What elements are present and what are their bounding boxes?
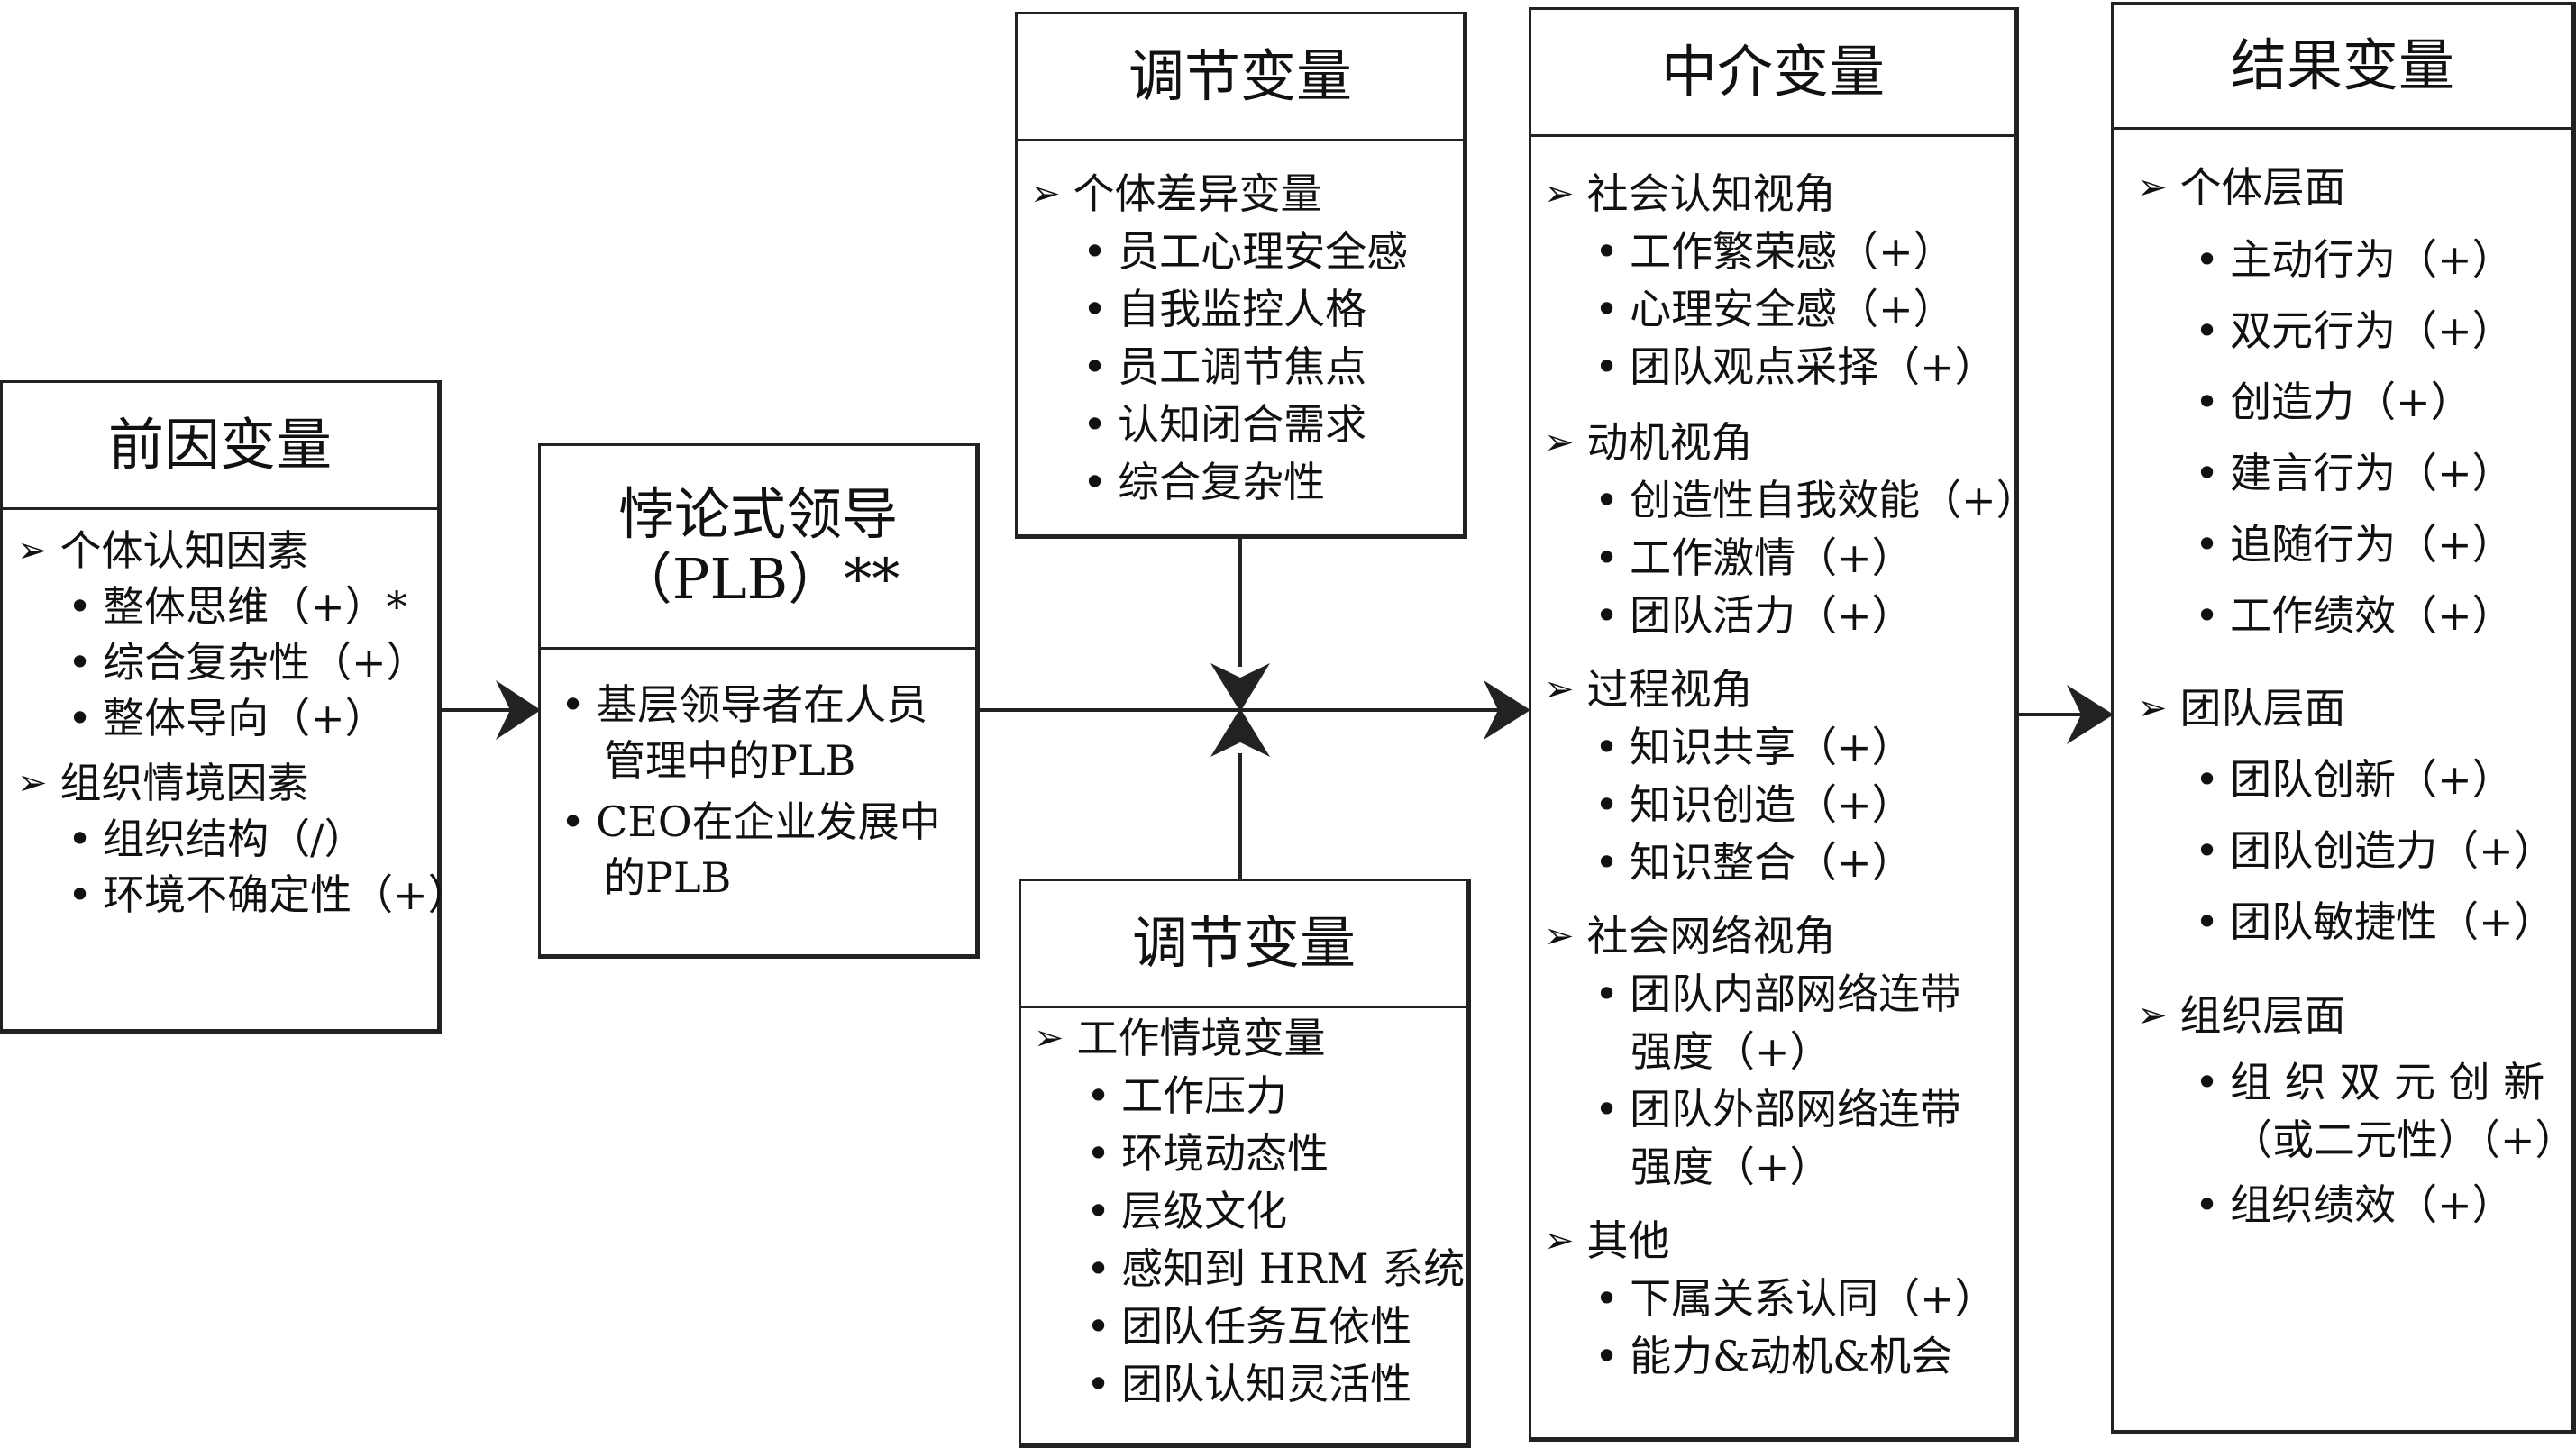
mediator-item: 社会网络视角 [1544, 908, 1836, 967]
outcome-item: 组织绩效（+） [2195, 1177, 2514, 1233]
moderator-bottom-item: 团队任务互依性 [1086, 1298, 1411, 1354]
antecedent-item: 个体认知因素 [17, 523, 309, 581]
moderator-bottom-item: 层级文化 [1086, 1183, 1287, 1239]
mediator-title: 中介变量 [1531, 10, 2014, 137]
plb-item: CEO在企业发展中 [561, 794, 941, 850]
outcome-item: （或二元性）（+） [2231, 1116, 2576, 1164]
antecedent-item: 整体思维（+）* [68, 578, 407, 634]
moderator-top-item: 认知闭合需求 [1082, 396, 1366, 452]
mediator-item: 团队活力（+） [1594, 587, 1914, 643]
antecedent-item: 组织情境因素 [17, 755, 309, 814]
plb-title-line2: （PLB）** [616, 545, 900, 612]
mediator-item: 强度（+） [1631, 1143, 1832, 1191]
mediator-item: 知识共享（+） [1594, 719, 1914, 775]
moderator-top-item: 个体差异变量 [1030, 166, 1322, 224]
outcome-item: 组 织 双 元 创 新 [2195, 1054, 2544, 1110]
outcome-item: 团队创新（+） [2195, 751, 2514, 807]
outcome-item: 工作绩效（+） [2195, 587, 2514, 643]
plb-item: 的PLB [604, 853, 732, 902]
moderator-top-item: 员工调节焦点 [1082, 339, 1366, 395]
plb-box: 悖论式领导 （PLB）** 基层领导者在人员 管理中的PLB CEO在企业发展中… [538, 443, 980, 959]
mediator-item: 下属关系认同（+） [1594, 1270, 1996, 1326]
outcome-list: 个体层面 主动行为（+） 双元行为（+） 创造力（+） 建言行为（+） 追随行为… [2114, 130, 2576, 1430]
moderator-bottom-item: 环境动态性 [1086, 1125, 1329, 1181]
mediator-item: 团队观点采择（+） [1594, 339, 1996, 395]
mediator-item: 心理安全感（+） [1594, 281, 1955, 337]
antecedent-item: 综合复杂性（+） [68, 634, 428, 690]
antecedent-list: 个体认知因素 整体思维（+）* 综合复杂性（+） 整体导向（+） 组织情境因素 … [3, 510, 470, 1029]
mediator-item: 能力&动机&机会 [1594, 1328, 1952, 1384]
plb-title: 悖论式领导 （PLB）** [541, 446, 975, 650]
moderator-bottom-item: 工作情境变量 [1034, 1010, 1326, 1069]
mediator-item: 知识整合（+） [1594, 834, 1914, 890]
mediator-box: 中介变量 社会认知视角 工作繁荣感（+） 心理安全感（+） 团队观点采择（+） … [1529, 7, 2038, 1442]
antecedent-item: 组织结构（/） [68, 811, 366, 867]
antecedent-item: 环境不确定性（+） [68, 867, 470, 923]
outcome-item: 追随行为（+） [2195, 516, 2514, 572]
mediator-item: 知识创造（+） [1594, 777, 1914, 833]
arrowhead-mediator [1484, 680, 1530, 740]
outcome-item: 个体层面 [2137, 159, 2346, 218]
moderator-bottom-item: 感知到 HRM 系统 [1086, 1241, 1465, 1297]
arrowhead-outcome [2067, 685, 2114, 744]
plb-title-line1: 悖论式领导 [617, 481, 898, 548]
plb-item: 管理中的PLB [604, 736, 856, 785]
antecedent-title: 前因变量 [3, 383, 437, 510]
arrowhead-moderator-top [1210, 663, 1270, 712]
arrowhead-moderator-bottom [1210, 708, 1270, 757]
moderator-top-item: 员工心理安全感 [1082, 223, 1408, 279]
mediator-item: 动机视角 [1544, 414, 1753, 473]
outcome-item: 团队敏捷性（+） [2195, 894, 2555, 950]
antecedent-box: 前因变量 个体认知因素 整体思维（+）* 综合复杂性（+） 整体导向（+） 组织… [0, 380, 470, 1034]
outcome-item: 双元行为（+） [2195, 303, 2514, 359]
mediator-item: 工作激情（+） [1594, 530, 1914, 586]
mediator-item: 社会认知视角 [1544, 166, 1836, 224]
moderator-bottom-box: 调节变量 工作情境变量 工作压力 环境动态性 层级文化 感知到 HRM 系统 团… [1019, 879, 1471, 1448]
mediator-item: 强度（+） [1631, 1027, 1832, 1076]
mediator-item: 团队内部网络连带 [1594, 966, 1961, 1022]
moderator-top-list: 个体差异变量 员工心理安全感 自我监控人格 员工调节焦点 认知闭合需求 综合复杂… [1018, 141, 1463, 534]
plb-list: 基层领导者在人员 管理中的PLB CEO在企业发展中 的PLB [541, 650, 975, 954]
moderator-top-item: 自我监控人格 [1082, 281, 1366, 337]
moderator-bottom-list: 工作情境变量 工作压力 环境动态性 层级文化 感知到 HRM 系统 团队任务互依… [1021, 1008, 1466, 1443]
arrowhead-plb [496, 680, 541, 740]
mediator-list: 社会认知视角 工作繁荣感（+） 心理安全感（+） 团队观点采择（+） 动机视角 … [1531, 137, 2038, 1437]
outcome-item: 创造力（+） [2195, 374, 2472, 430]
antecedent-item: 整体导向（+） [68, 690, 387, 746]
moderator-bottom-item: 工作压力 [1086, 1068, 1287, 1124]
mediator-item: 团队外部网络连带 [1594, 1081, 1961, 1137]
moderator-top-box: 调节变量 个体差异变量 员工心理安全感 自我监控人格 员工调节焦点 认知闭合需求… [1015, 12, 1467, 539]
outcome-item: 主动行为（+） [2195, 232, 2514, 287]
outcome-box: 结果变量 个体层面 主动行为（+） 双元行为（+） 创造力（+） 建言行为（+）… [2111, 2, 2576, 1434]
mediator-item: 其他 [1544, 1213, 1670, 1271]
outcome-item: 团队层面 [2137, 680, 2346, 739]
outcome-item: 团队创造力（+） [2195, 823, 2555, 879]
moderator-bottom-item: 团队认知灵活性 [1086, 1356, 1411, 1412]
outcome-item: 建言行为（+） [2195, 445, 2514, 501]
plb-item: 基层领导者在人员 [561, 677, 927, 733]
moderator-bottom-title: 调节变量 [1021, 881, 1466, 1008]
mediator-item: 工作繁荣感（+） [1594, 223, 1955, 279]
mediator-item: 创造性自我效能（+） [1594, 472, 2038, 528]
outcome-title: 结果变量 [2114, 5, 2571, 130]
outcome-item: 组织层面 [2137, 988, 2346, 1046]
moderator-top-title: 调节变量 [1018, 14, 1463, 141]
mediator-item: 过程视角 [1544, 661, 1753, 720]
moderator-top-item: 综合复杂性 [1082, 454, 1325, 510]
